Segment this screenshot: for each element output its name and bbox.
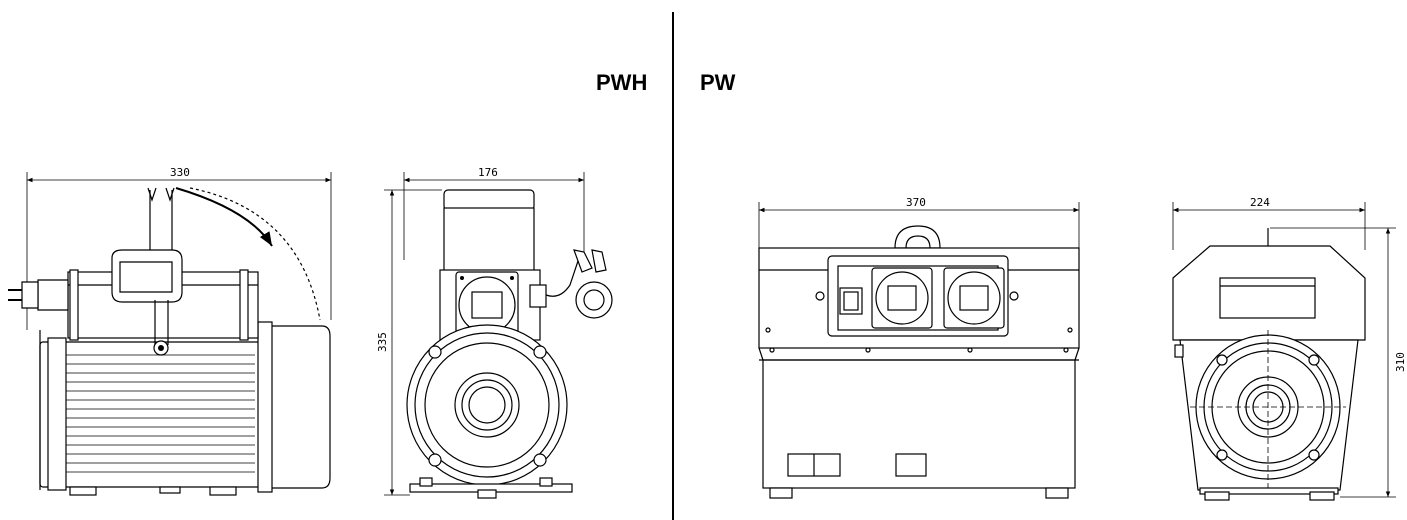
dim-pw-front-width: 224	[1250, 196, 1270, 209]
dim-pw-side-width: 370	[906, 196, 926, 209]
pwh-front-view: 176 335	[376, 166, 613, 499]
label-pw: PW	[700, 70, 736, 95]
dim-pw-front-height: 310	[1394, 352, 1407, 372]
pw-side-view: 370	[758, 196, 1080, 499]
pw-front-view: 224 310	[1172, 196, 1407, 501]
dim-pwh-front-width: 176	[478, 166, 498, 179]
pwh-side-view: 330	[8, 166, 332, 496]
dim-pwh-side-width: 330	[170, 166, 190, 179]
label-pwh: PWH	[596, 70, 647, 95]
dim-pwh-front-height: 335	[376, 332, 389, 352]
